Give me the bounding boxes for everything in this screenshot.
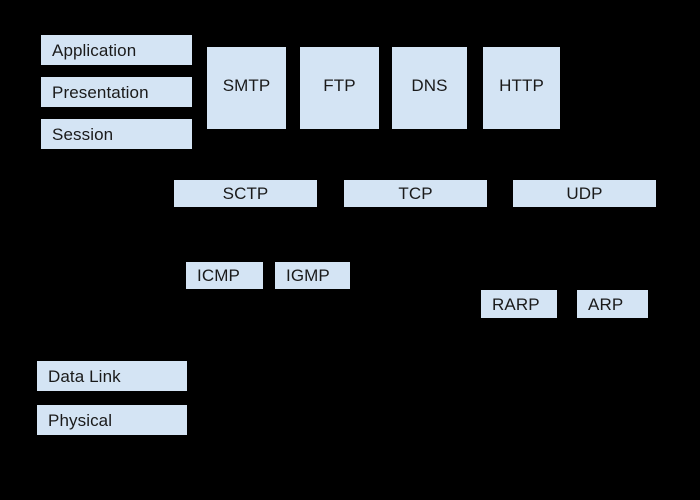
node-dns[interactable]: DNS xyxy=(392,47,467,129)
node-ftp[interactable]: FTP xyxy=(300,47,379,129)
node-tcp[interactable]: TCP xyxy=(344,180,487,207)
node-igmp[interactable]: IGMP xyxy=(275,262,350,289)
node-smtp[interactable]: SMTP xyxy=(207,47,286,129)
node-application[interactable]: Application xyxy=(41,35,192,65)
node-physical[interactable]: Physical xyxy=(37,405,187,435)
node-data-link[interactable]: Data Link xyxy=(37,361,187,391)
node-sctp[interactable]: SCTP xyxy=(174,180,317,207)
node-udp[interactable]: UDP xyxy=(513,180,656,207)
node-rarp[interactable]: RARP xyxy=(481,290,557,318)
node-http[interactable]: HTTP xyxy=(483,47,560,129)
node-session[interactable]: Session xyxy=(41,119,192,149)
node-icmp[interactable]: ICMP xyxy=(186,262,263,289)
node-arp[interactable]: ARP xyxy=(577,290,648,318)
node-presentation[interactable]: Presentation xyxy=(41,77,192,107)
